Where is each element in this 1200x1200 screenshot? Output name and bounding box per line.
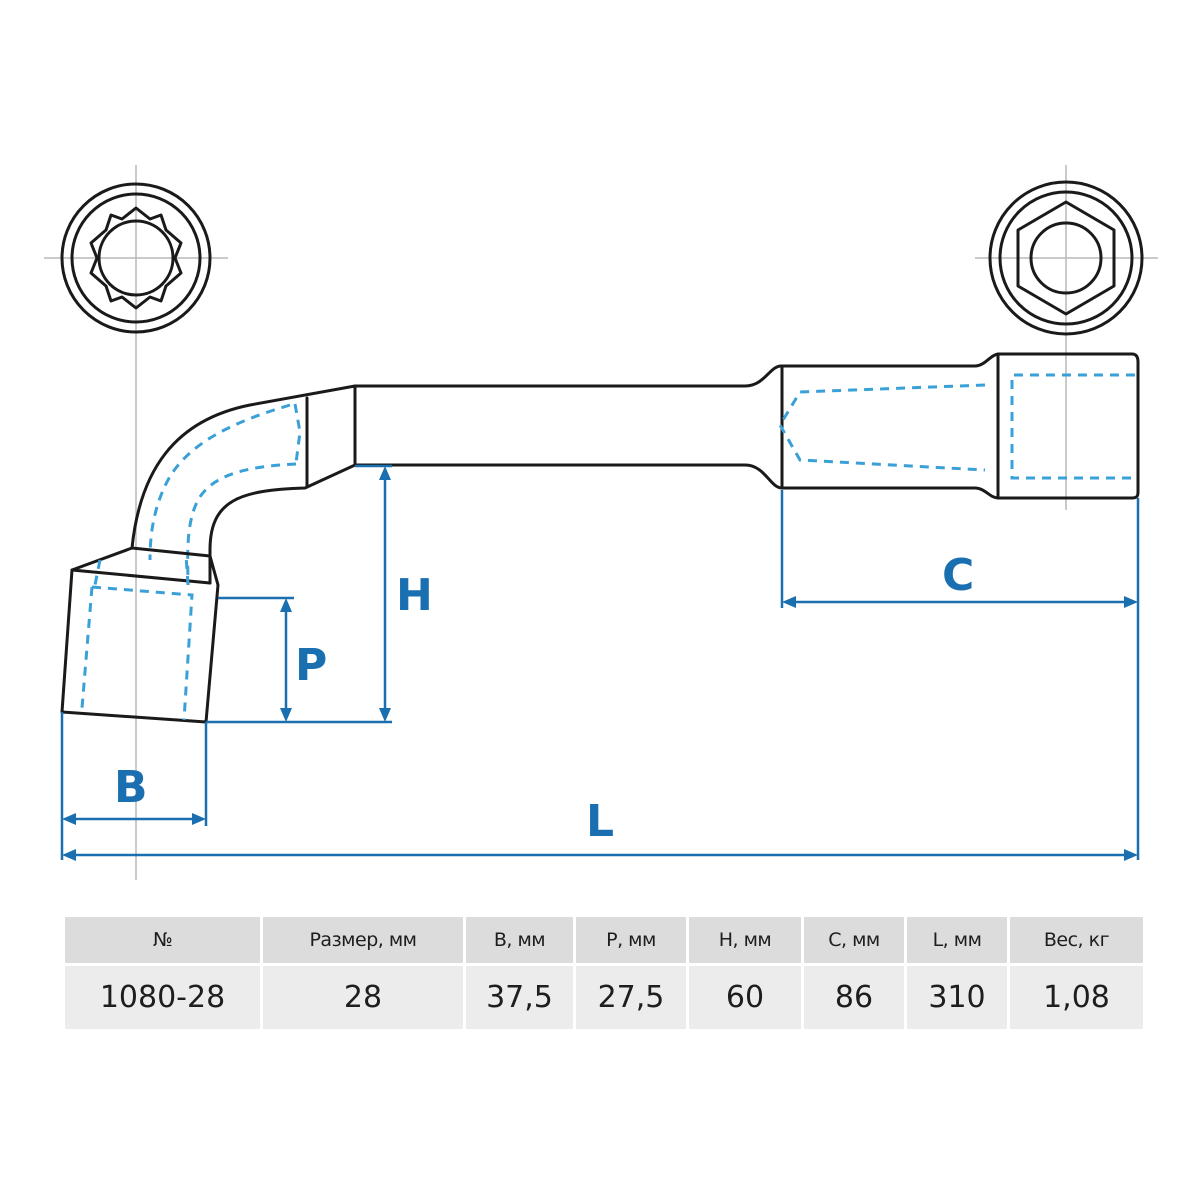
hex-profile xyxy=(1016,200,1116,316)
twelve-point-socket-end-view xyxy=(44,165,228,880)
cell-c: 86 xyxy=(804,966,904,1029)
header-c: C, мм xyxy=(804,917,904,963)
header-p: P, мм xyxy=(576,917,686,963)
cell-h: 60 xyxy=(689,966,801,1029)
wrench-side-view xyxy=(60,352,1140,724)
cell-number: 1080-28 xyxy=(65,966,260,1029)
hex-socket-end-view xyxy=(975,165,1158,510)
header-size: Размер, мм xyxy=(263,917,463,963)
cell-weight: 1,08 xyxy=(1010,966,1143,1029)
dim-label-c: C xyxy=(942,550,974,601)
spec-table: № Размер, мм B, мм P, мм H, мм C, мм L, … xyxy=(62,914,1146,1032)
header-h: H, мм xyxy=(689,917,801,963)
wrench-diagram: H P C B L xyxy=(44,165,1158,880)
header-number: № xyxy=(65,917,260,963)
cell-b: 37,5 xyxy=(466,966,573,1029)
dim-label-p: P xyxy=(295,640,327,691)
wrench-bent-neck xyxy=(130,384,357,550)
left-socket-head xyxy=(60,546,220,724)
twelve-point-profile xyxy=(89,206,183,310)
header-l: L, мм xyxy=(907,917,1007,963)
right-socket-body xyxy=(780,352,1140,500)
dim-label-b: B xyxy=(114,762,148,813)
cell-l: 310 xyxy=(907,966,1007,1029)
dim-label-l: L xyxy=(586,796,614,847)
cell-p: 27,5 xyxy=(576,966,686,1029)
header-b: B, мм xyxy=(466,917,573,963)
cell-size: 28 xyxy=(263,966,463,1029)
table-row: 1080-28 28 37,5 27,5 60 86 310 1,08 xyxy=(65,966,1143,1029)
wrench-shaft xyxy=(353,364,784,490)
spec-table-header-row: № Размер, мм B, мм P, мм H, мм C, мм L, … xyxy=(65,917,1143,963)
dimensions xyxy=(60,464,1140,861)
dim-label-h: H xyxy=(396,570,433,621)
header-weight: Вес, кг xyxy=(1010,917,1143,963)
